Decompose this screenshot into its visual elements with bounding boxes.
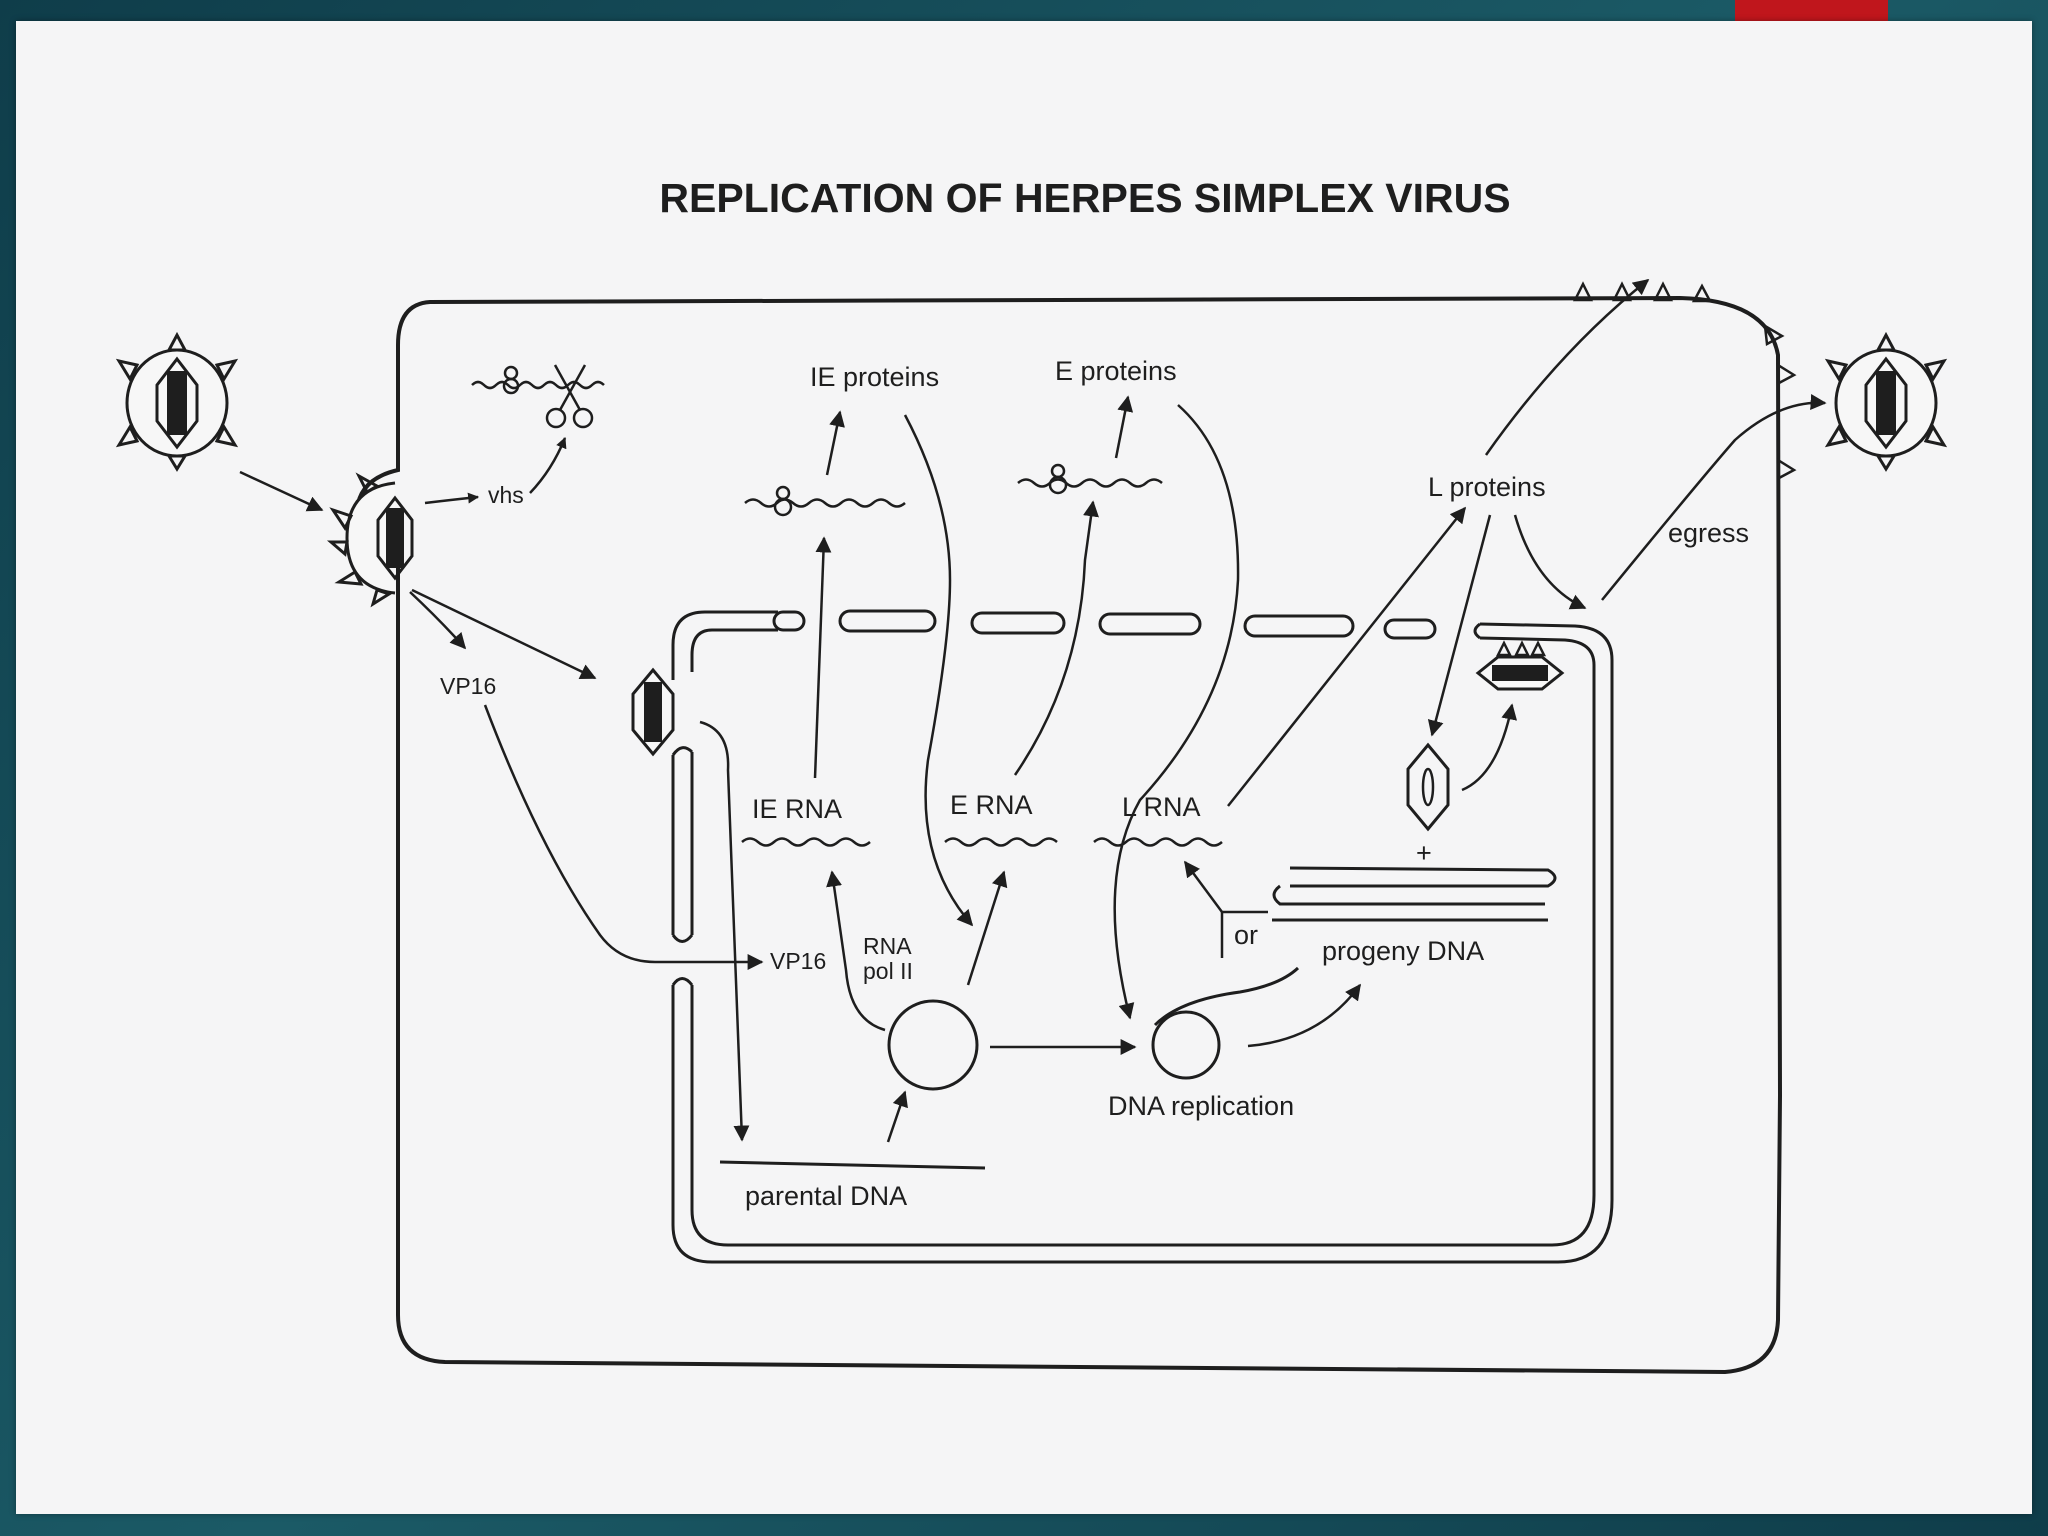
fusing-virion-icon [326, 472, 414, 608]
budding-nucleocapsid-icon [1475, 640, 1565, 691]
l-rna-label: L RNA [1122, 792, 1201, 822]
egress-label: egress [1668, 518, 1749, 548]
membrane-glycoproteins [1572, 281, 1797, 481]
vp16-label-bottom: VP16 [770, 948, 826, 974]
progeny-dna-label: progeny DNA [1322, 936, 1484, 966]
nuclear-pores [772, 609, 1437, 640]
diagram-title: REPLICATION OF HERPES SIMPLEX VIRUS [659, 175, 1510, 221]
vp16-label-top: VP16 [440, 673, 496, 699]
replication-circle [1151, 1010, 1221, 1080]
vhs-label: vhs [488, 482, 524, 508]
e-mrna-ribosome-icon [1017, 463, 1163, 495]
ie-proteins-label: IE proteins [810, 362, 939, 392]
docked-capsid-icon [631, 667, 675, 757]
viral-genome-circle [887, 999, 979, 1091]
rna-pol-label-2: pol II [863, 958, 913, 984]
ie-rna-label: IE RNA [752, 794, 842, 824]
e-proteins-label: E proteins [1055, 356, 1177, 386]
nuclear-envelope-outer [671, 610, 1614, 1264]
e-rna-wave [944, 837, 1058, 847]
or-label: or [1234, 920, 1258, 950]
progeny-dna-strands [1272, 866, 1557, 922]
procapsid-icon [1406, 742, 1450, 832]
ie-rna-wave [741, 837, 871, 847]
ie-mrna-ribosome-icon [744, 485, 906, 517]
l-proteins-label: L proteins [1428, 472, 1546, 502]
free-virion-icon [115, 331, 239, 472]
dna-replication-label: DNA replication [1108, 1091, 1294, 1121]
accent-bar [1735, 0, 1888, 21]
released-virion-icon [1824, 331, 1948, 472]
plus-sign: + [1416, 838, 1432, 868]
parental-dna-label: parental DNA [745, 1181, 907, 1211]
l-rna-wave [1093, 837, 1223, 847]
scissors-icon [545, 364, 594, 429]
vhs-mrna-icon [471, 365, 605, 395]
hsv-replication-diagram: REPLICATION OF HERPES SIMPLEX VIRUS [115, 175, 1948, 1375]
nuclear-envelope-inner [690, 628, 1596, 1247]
parental-dna-strand [719, 1160, 986, 1170]
cell-membrane [354, 295, 1783, 1375]
rna-pol-label-1: RNA [863, 933, 912, 959]
diagram-sheet: REPLICATION OF HERPES SIMPLEX VIRUS [16, 21, 2032, 1514]
e-rna-label: E RNA [950, 790, 1033, 820]
